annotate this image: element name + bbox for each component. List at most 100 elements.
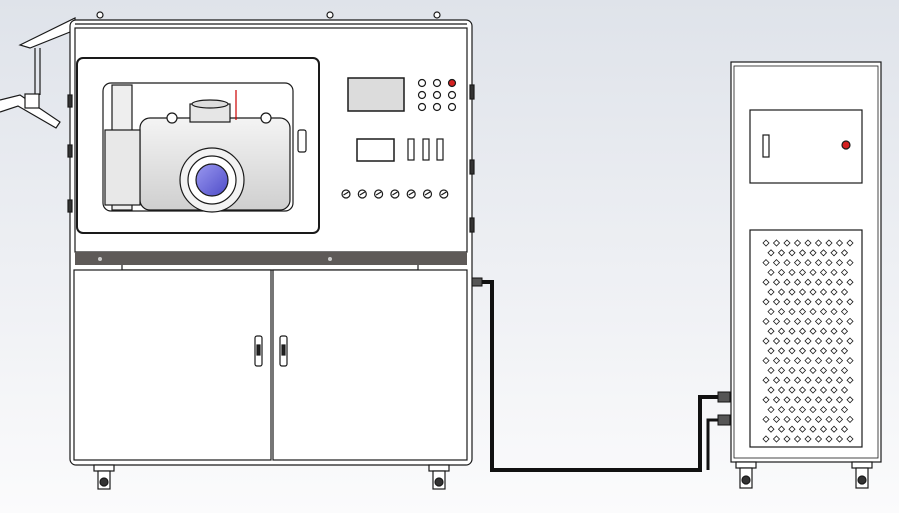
vent-hole (798, 327, 807, 335)
control-button[interactable] (417, 90, 427, 100)
lower-cabinet (73, 269, 468, 461)
vent-hole (777, 425, 786, 433)
coolant-hose (471, 277, 731, 472)
vent-hole (814, 259, 823, 267)
vent-hole (804, 415, 812, 423)
vent-hole (835, 337, 844, 345)
control-button[interactable] (447, 102, 457, 112)
control-button[interactable] (432, 78, 442, 88)
caster-wheel (428, 464, 450, 490)
vent-hole (767, 288, 775, 296)
gauge-knob[interactable] (406, 189, 416, 199)
gauge-knob[interactable] (357, 189, 367, 199)
vent-hole (793, 278, 802, 286)
vent-hole (762, 298, 770, 306)
vent-hole (809, 366, 817, 374)
vent-hole (767, 249, 775, 257)
vent-hole (762, 239, 770, 247)
control-button[interactable] (417, 102, 427, 112)
vent-hole (819, 288, 828, 296)
control-button[interactable] (432, 102, 442, 112)
vent-hole (772, 337, 781, 345)
vent-hole (772, 259, 781, 267)
vent-hole (798, 406, 807, 414)
vent-hole (835, 396, 844, 404)
vent-hole (835, 259, 844, 267)
viewport-glass (195, 163, 229, 197)
vent-hole (772, 376, 781, 384)
vent-hole (772, 357, 781, 365)
vent-hole (777, 288, 786, 296)
vent-hole (846, 337, 854, 345)
vent-hole (783, 239, 791, 247)
control-button[interactable] (447, 90, 457, 100)
vent-hole (846, 239, 854, 247)
touch-screen[interactable] (347, 77, 405, 112)
vent-hole (814, 239, 823, 247)
flow-meter (422, 138, 430, 161)
vent-hole (840, 366, 849, 374)
gauge-knob[interactable] (341, 189, 351, 199)
vent-hole (819, 366, 828, 374)
vent-hole (772, 317, 781, 325)
vent-hole (825, 396, 833, 404)
vent-hole (772, 415, 781, 423)
vent-hole (777, 366, 786, 374)
vent-hole (819, 386, 828, 394)
gauge-knob[interactable] (374, 189, 384, 199)
vent-hole (804, 396, 812, 404)
vent-hole (809, 288, 817, 296)
vent-hole (825, 298, 833, 306)
indicator-tube (762, 134, 770, 158)
control-button[interactable] (417, 78, 427, 88)
vent-hole (830, 386, 838, 394)
vent-hole (825, 278, 833, 286)
right-door[interactable] (272, 269, 468, 461)
vent-hole (762, 337, 770, 345)
chiller-unit (730, 61, 882, 489)
vent-hole (830, 366, 838, 374)
gauge-knob[interactable] (439, 189, 449, 199)
gauge-knob[interactable] (422, 189, 433, 199)
vent-hole (830, 249, 838, 257)
vent-hole (840, 327, 849, 335)
vent-hole (840, 308, 849, 316)
vent-hole (777, 308, 786, 316)
vent-hole (772, 239, 781, 247)
vent-hole (804, 435, 812, 443)
vent-hole (804, 278, 812, 286)
vent-hole (772, 298, 781, 306)
left-door[interactable] (73, 269, 272, 461)
vent-hole (798, 386, 807, 394)
vent-hole (793, 239, 802, 247)
emergency-stop-button[interactable] (447, 78, 457, 88)
vent-hole (846, 259, 854, 267)
vent-hole (798, 425, 807, 433)
control-button[interactable] (432, 90, 442, 100)
emergency-stop-button[interactable] (841, 140, 851, 150)
vent-hole (809, 327, 817, 335)
vent-hole (788, 406, 796, 414)
vent-hole (825, 259, 833, 267)
vent-hole (835, 298, 844, 306)
vent-hole (798, 347, 807, 355)
vent-hole (819, 268, 828, 276)
vent-hole (819, 327, 828, 335)
vent-hole (840, 268, 849, 276)
vent-hole (825, 376, 833, 384)
vent-hole (783, 435, 791, 443)
vent-hole (767, 347, 775, 355)
gauge-knob[interactable] (390, 189, 400, 199)
vent-hole (846, 298, 854, 306)
vent-hole (798, 249, 807, 257)
vent-hole (762, 357, 770, 365)
vent-hole (840, 386, 849, 394)
vent-hole (793, 435, 802, 443)
vacuum-chamber (104, 84, 307, 213)
vent-hole (798, 308, 807, 316)
vent-hole (804, 376, 812, 384)
vent-hole (819, 406, 828, 414)
vent-hole (814, 317, 823, 325)
vent-hole (793, 259, 802, 267)
